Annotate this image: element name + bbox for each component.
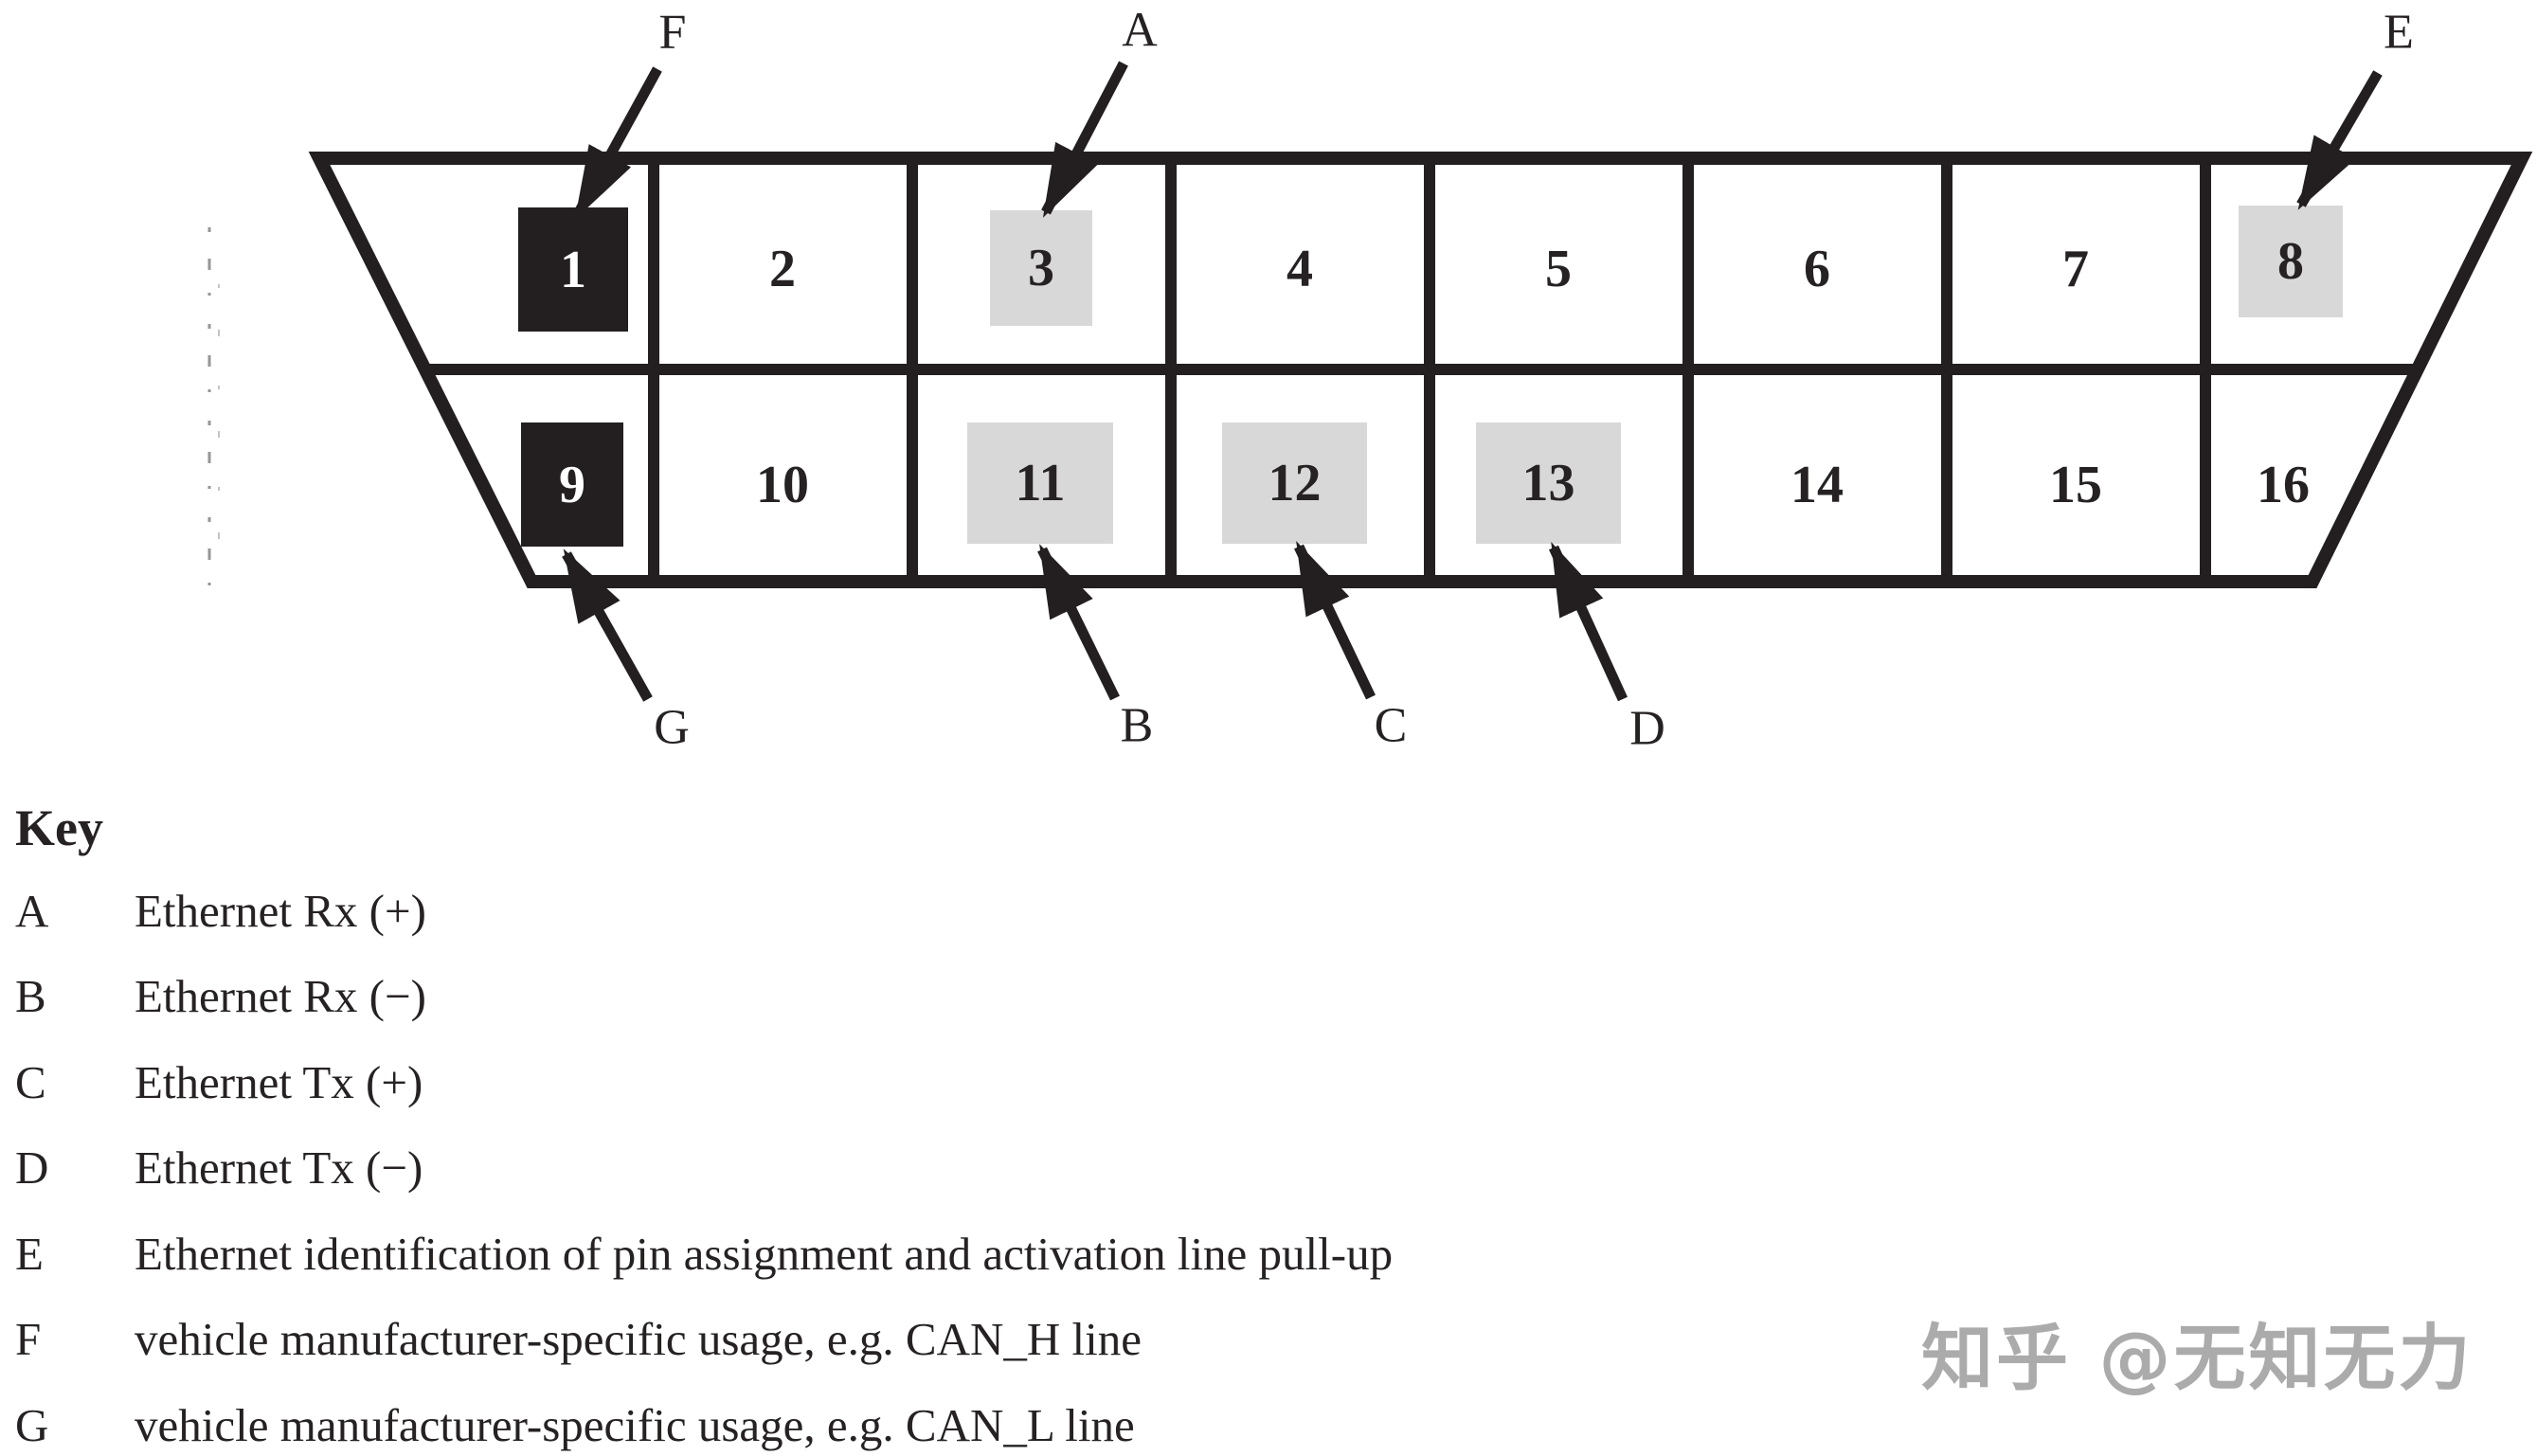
pin-3: 3 xyxy=(990,210,1092,326)
pin-9: 9 xyxy=(521,422,623,547)
pin-8: 8 xyxy=(2239,206,2343,317)
zhihu-watermark: 知乎 @无知无力 xyxy=(1921,1316,2474,1400)
arrow-b xyxy=(1037,544,1120,701)
pin-6: 6 xyxy=(1804,240,1830,298)
key-description: vehicle manufacturer-specific usage, e.g… xyxy=(135,1399,1135,1451)
arrow-a xyxy=(1041,61,1128,218)
key-letter: D xyxy=(15,1141,49,1194)
pin-2: 2 xyxy=(769,240,796,298)
arrow-e xyxy=(2296,70,2383,210)
arrow-f xyxy=(573,66,662,220)
obd-connector-diagram: 1 2 3 4 5 6 7 8 9 10 11 12 13 14 15 16 F… xyxy=(207,3,2533,756)
callout-label-c: C xyxy=(1374,698,1408,753)
pin-4: 4 xyxy=(1286,240,1313,298)
callout-label-g: G xyxy=(654,700,690,755)
cell-dividers xyxy=(648,158,2211,582)
pin-14: 14 xyxy=(1790,456,1844,514)
arrow-c xyxy=(1294,541,1376,700)
key-letter: B xyxy=(15,970,46,1022)
key-letter: E xyxy=(15,1228,44,1280)
pin-10: 10 xyxy=(756,456,809,514)
pin-15: 15 xyxy=(2049,456,2102,514)
pin-13: 13 xyxy=(1476,422,1621,544)
pin-12: 12 xyxy=(1222,422,1367,544)
key-letter: G xyxy=(15,1399,49,1451)
callout-label-e: E xyxy=(2384,5,2414,60)
key-title: Key xyxy=(15,800,103,856)
key-description: Ethernet Rx (+) xyxy=(135,885,426,937)
pin-5: 5 xyxy=(1545,240,1572,298)
key-description: vehicle manufacturer-specific usage, e.g… xyxy=(135,1313,1142,1365)
pin-11: 11 xyxy=(967,422,1113,544)
callout-label-a: A xyxy=(1122,3,1158,58)
key-description: Ethernet identification of pin assignmen… xyxy=(135,1228,1394,1280)
arrow-g xyxy=(562,548,653,702)
callout-label-b: B xyxy=(1120,698,1154,753)
key-description: Ethernet Rx (−) xyxy=(135,970,426,1022)
key-letter: F xyxy=(15,1313,42,1365)
pin-7: 7 xyxy=(2062,240,2089,298)
key-letter: C xyxy=(15,1056,46,1108)
callout-label-d: D xyxy=(1629,701,1665,756)
callout-label-f: F xyxy=(658,5,687,60)
key-description: Ethernet Tx (+) xyxy=(135,1056,423,1108)
key-description: Ethernet Tx (−) xyxy=(135,1141,423,1194)
pin-1: 1 xyxy=(518,207,628,332)
connector-body xyxy=(308,152,2533,588)
pin-16: 16 xyxy=(2257,456,2310,514)
arrow-d xyxy=(1548,541,1628,702)
key-letter: A xyxy=(15,885,49,937)
connector-outline-and-arrows xyxy=(207,61,2533,702)
